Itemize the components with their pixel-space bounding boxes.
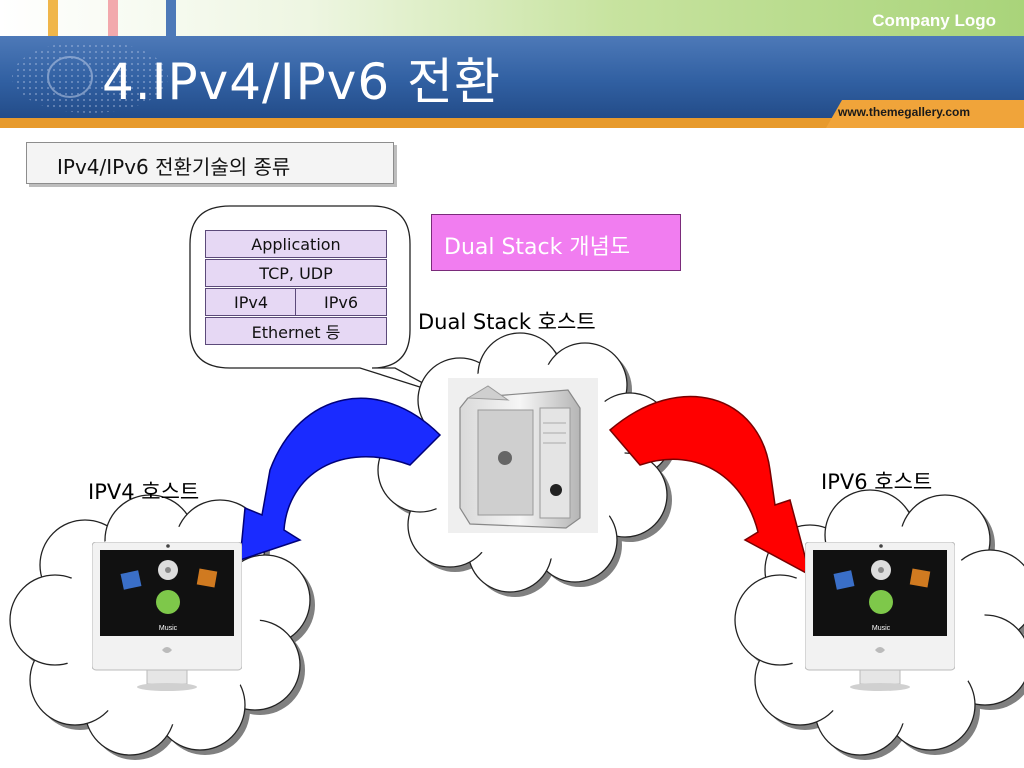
concept-label: Dual Stack 개념도 <box>444 235 631 260</box>
subtitle-box: IPv4/IPv6 전환기술의 종류 <box>26 142 394 184</box>
concept-label-box: Dual Stack 개념도 <box>431 214 681 271</box>
deco-bar-pink <box>108 0 118 36</box>
deco-bar-orange <box>48 0 58 36</box>
page-title: 4.IPv4/IPv6 전환 <box>102 53 502 111</box>
dual-stack-host-label: Dual Stack 호스트 <box>418 310 596 334</box>
ipv4-host-computer-icon: Music <box>92 542 242 691</box>
ipv6-host-label: IPV6 호스트 <box>821 470 933 494</box>
screen-label: Music <box>872 625 891 632</box>
deco-bar-blue <box>166 0 176 36</box>
arrow-to-ipv4-host <box>239 397 442 562</box>
url-tab <box>826 100 1024 128</box>
company-logo: Company Logo <box>872 11 996 30</box>
header-accent-bar <box>0 118 1024 128</box>
dots-pattern <box>12 41 168 113</box>
website-url: www.themegallery.com <box>838 105 971 119</box>
stack-layer-ipv6: IPv6 <box>295 288 387 316</box>
stack-layer-link: Ethernet 등 <box>205 317 387 345</box>
ipv6-host-computer-icon: Music <box>805 542 955 691</box>
subtitle-text: IPv4/IPv6 전환기술의 종류 <box>57 155 291 179</box>
dual-stack-server-icon <box>448 378 598 533</box>
stack-layer-ipv4: IPv4 <box>205 288 297 316</box>
screen-label: Music <box>159 625 178 632</box>
protocol-stack: Application TCP, UDP IPv4 IPv6 Ethernet … <box>205 230 387 345</box>
arrow-to-ipv6-host <box>608 395 812 577</box>
stack-layer-transport: TCP, UDP <box>205 259 387 287</box>
stack-layer-application: Application <box>205 230 387 258</box>
ipv4-host-label: IPV4 호스트 <box>88 480 200 504</box>
